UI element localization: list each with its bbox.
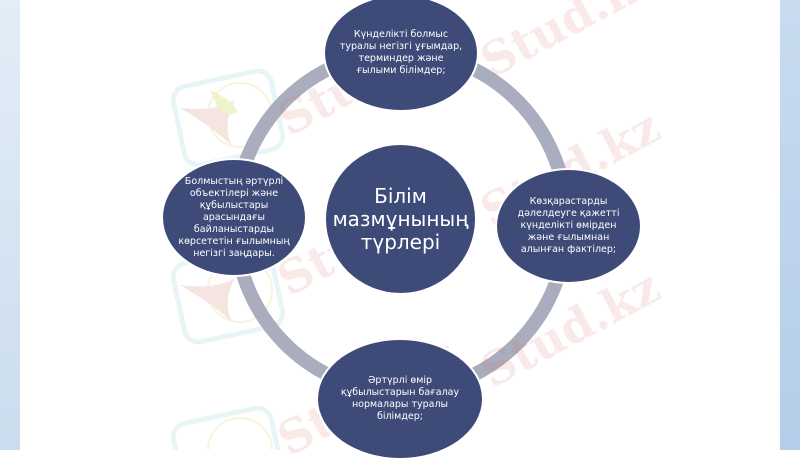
slide-left-border <box>0 0 20 450</box>
node-top: Күнделікті болмыс туралы негізгі ұғымдар… <box>325 0 477 110</box>
node-left: Болмыстың әртүрлі объектілері және құбыл… <box>163 160 305 275</box>
node-left-text: Болмыстың әртүрлі объектілері және құбыл… <box>178 175 290 259</box>
center-node: Білім мазмұнының түрлері <box>326 145 475 293</box>
node-bottom-text: Әртүрлі өмір құбылыстарын бағалау нормал… <box>340 375 460 422</box>
node-right: Көзқарастарды дәлелдеуге қажетті күнделі… <box>497 170 640 282</box>
node-bottom: Әртүрлі өмір құбылыстарын бағалау нормал… <box>318 340 482 458</box>
center-title: Білім мазмұнының түрлері <box>332 183 469 254</box>
slide-right-border <box>780 0 800 450</box>
hummingbird-logo-icon <box>170 405 286 450</box>
node-right-text: Көзқарастарды дәлелдеуге қажетті күнделі… <box>517 196 620 255</box>
node-top-text: Күнделікті болмыс туралы негізгі ұғымдар… <box>339 29 463 76</box>
